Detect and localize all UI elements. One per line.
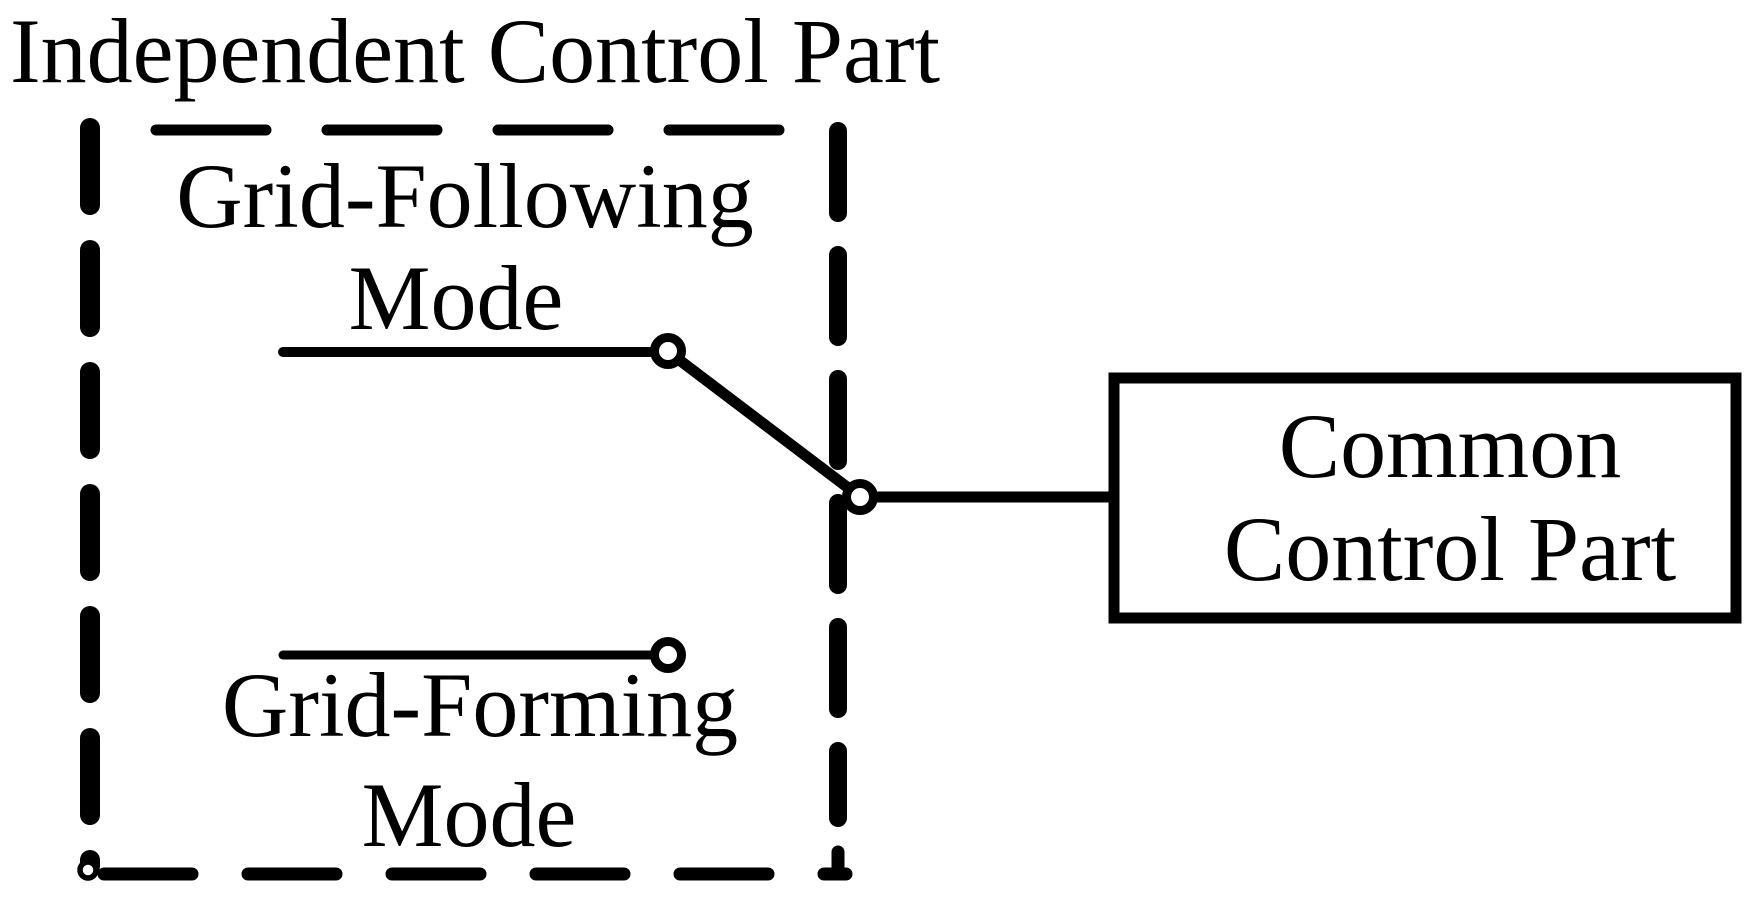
dashed-box-corner-ring-icon <box>77 859 99 881</box>
switch-blade <box>676 356 853 493</box>
switch-lower-contact-circle <box>650 637 686 673</box>
switch-pivot-circle <box>842 479 878 515</box>
grid-following-label-line1: Grid-Following <box>176 145 754 247</box>
spdt-selector-switch-icon <box>278 333 1119 673</box>
common-control-box <box>1108 372 1742 624</box>
grid-forming-label-line2: Mode <box>361 764 577 866</box>
grid-following-label-line2: Mode <box>348 247 564 349</box>
independent-control-dashed-box <box>77 118 853 881</box>
common-control-part-label-line1: Common <box>1278 395 1622 497</box>
common-control-part-label-line2: Control Part <box>1223 498 1677 600</box>
common-control-part-label: Common Control Part <box>1224 395 1676 601</box>
grid-forming-label-line1: Grid-Forming <box>221 654 739 756</box>
switch-upper-contact-circle <box>650 333 686 369</box>
independent-control-part-title: Independent Control Part <box>10 0 941 102</box>
